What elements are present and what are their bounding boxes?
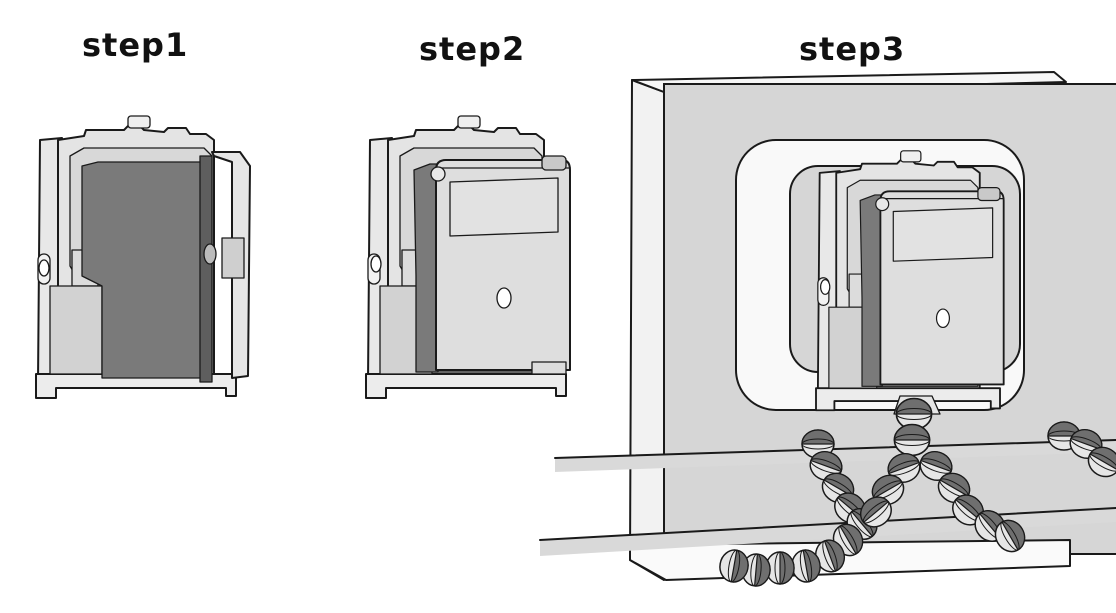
- tripod: [716, 395, 1116, 588]
- step1-device: [35, 115, 251, 399]
- step3-title: step3: [799, 30, 906, 68]
- step2-title: step2: [419, 30, 526, 68]
- step1-title: step1: [82, 26, 189, 64]
- step3-scene: [539, 71, 1116, 588]
- step2-device: [365, 115, 571, 399]
